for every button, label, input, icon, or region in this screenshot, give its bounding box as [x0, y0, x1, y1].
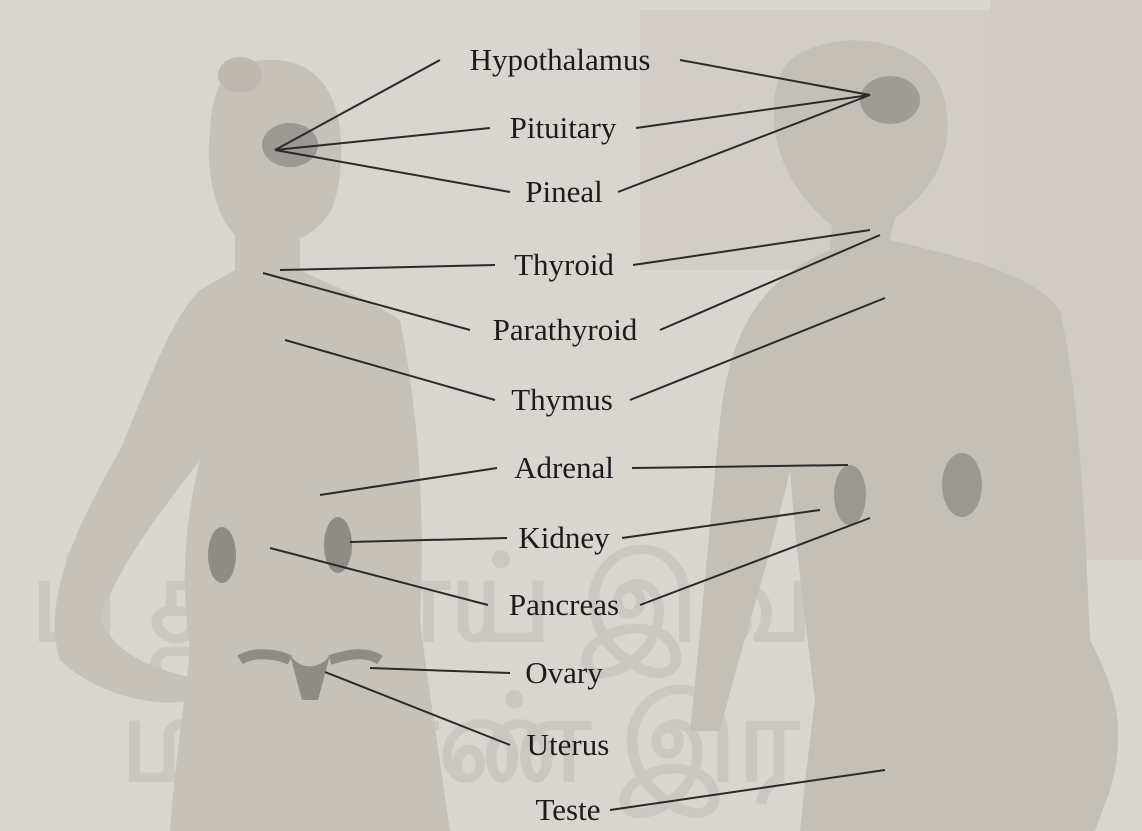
label-thymus: Thymus: [511, 382, 613, 417]
male-kidney-right-icon: [942, 453, 982, 517]
label-pancreas: Pancreas: [509, 587, 619, 622]
label-ovary: Ovary: [525, 655, 603, 690]
male-kidney-left-icon: [834, 465, 866, 525]
label-pituitary: Pituitary: [510, 110, 617, 145]
female-kidney-right-icon: [324, 517, 352, 573]
label-hypothalamus: Hypothalamus: [470, 42, 651, 77]
female-brain: [262, 123, 318, 167]
label-kidney: Kidney: [518, 520, 610, 555]
male-brain: [860, 76, 920, 124]
label-teste: Teste: [536, 792, 601, 827]
label-uterus: Uterus: [527, 727, 610, 762]
label-thyroid: Thyroid: [514, 247, 614, 282]
label-pineal: Pineal: [525, 174, 603, 209]
label-adrenal: Adrenal: [514, 450, 614, 485]
female-kidney-left-icon: [208, 527, 236, 583]
label-parathyroid: Parathyroid: [493, 312, 638, 347]
